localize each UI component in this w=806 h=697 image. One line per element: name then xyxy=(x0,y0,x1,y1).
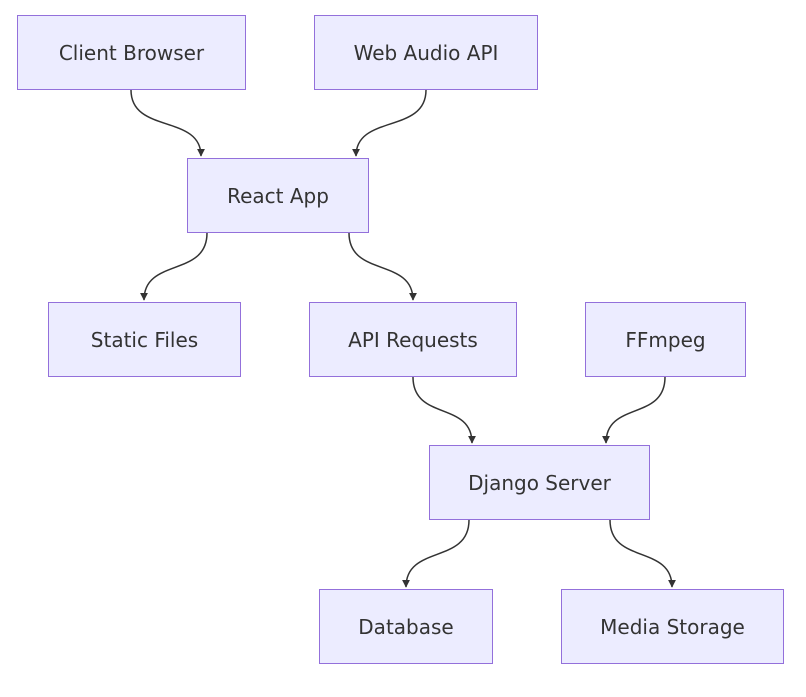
node-ffmpeg[interactable]: FFmpeg xyxy=(585,302,746,377)
node-label: Web Audio API xyxy=(353,40,499,65)
node-static-files[interactable]: Static Files xyxy=(48,302,241,377)
node-web-audio-api[interactable]: Web Audio API xyxy=(314,15,538,90)
node-media-storage[interactable]: Media Storage xyxy=(561,589,784,664)
node-database[interactable]: Database xyxy=(319,589,493,664)
edge-react-app-to-static-files xyxy=(140,232,208,301)
node-label: Django Server xyxy=(468,470,611,495)
node-label: React App xyxy=(227,183,329,208)
node-label: API Requests xyxy=(348,327,478,352)
node-label: FFmpeg xyxy=(625,327,706,352)
node-label: Database xyxy=(358,614,454,639)
edge-ffmpeg-to-django-server xyxy=(602,376,666,444)
edge-api-requests-to-django-server xyxy=(412,376,476,444)
edge-django-server-to-media-storage xyxy=(609,519,676,588)
node-react-app[interactable]: React App xyxy=(187,158,369,233)
node-label: Static Files xyxy=(90,327,199,352)
edge-client-browser-to-react-app xyxy=(130,89,205,157)
node-label: Client Browser xyxy=(58,40,205,65)
node-label: Media Storage xyxy=(600,614,745,639)
node-django-server[interactable]: Django Server xyxy=(429,445,650,520)
edge-web-audio-api-to-react-app xyxy=(352,89,427,157)
node-client-browser[interactable]: Client Browser xyxy=(17,15,246,90)
edge-django-server-to-database xyxy=(402,519,470,588)
edge-react-app-to-api-requests xyxy=(348,232,417,301)
node-api-requests[interactable]: API Requests xyxy=(309,302,517,377)
